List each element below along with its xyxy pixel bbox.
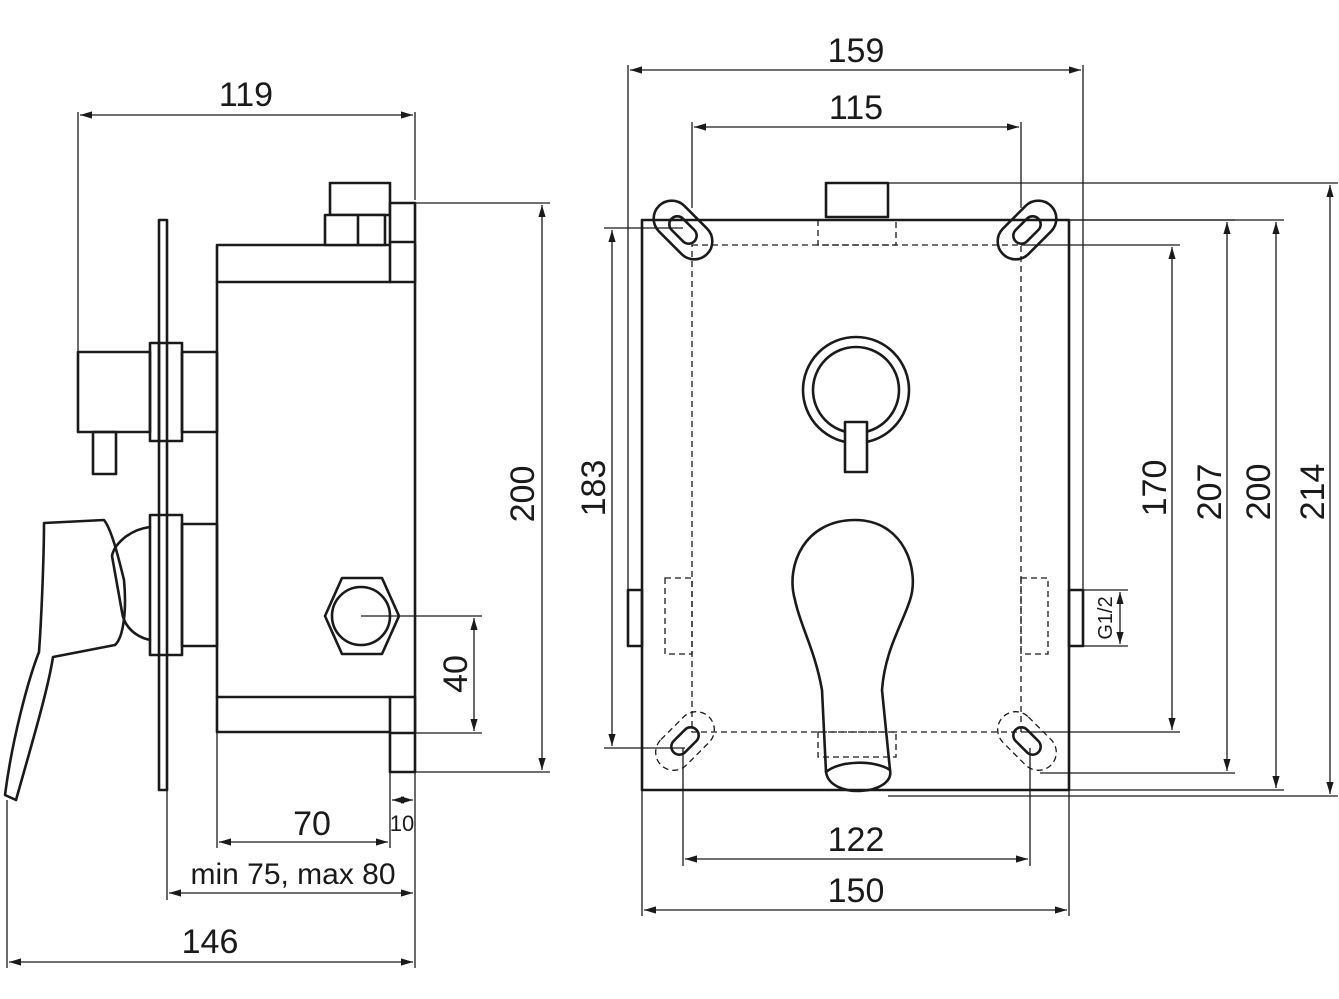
mounting-slot-tr: [996, 199, 1058, 261]
lever-hub: [110, 525, 152, 642]
dim-label-122: 122: [828, 821, 885, 859]
front-plate: [640, 218, 1071, 792]
dim-146: 146: [6, 800, 413, 968]
front-view: 159 115 183 170 207: [575, 32, 1338, 916]
diverter-ring-inner: [811, 345, 901, 435]
dim-label-40: 40: [437, 655, 475, 693]
dim-label-170: 170: [1136, 460, 1174, 517]
dim-122: 122: [682, 748, 1031, 866]
dim-label-183: 183: [575, 460, 613, 517]
lever-front: [791, 518, 915, 793]
dim-label-200-front: 200: [1240, 464, 1278, 521]
dim-label-install-depth: min 75, max 80: [190, 858, 395, 891]
dim-200-side: 200: [415, 202, 550, 773]
dim-159: 159: [627, 32, 1084, 590]
dim-g12: G1/2: [1083, 589, 1128, 647]
dim-70: 70: [216, 732, 391, 848]
dim-214: 214: [888, 182, 1338, 797]
dim-183: 183: [575, 227, 685, 749]
mounting-slot-bl: [655, 711, 715, 771]
dim-label-g12: G1/2: [1095, 596, 1117, 639]
dim-115: 115: [691, 89, 1022, 208]
dim-label-200-side: 200: [504, 466, 542, 523]
dim-label-159: 159: [828, 32, 885, 70]
dim-119: 119: [77, 76, 416, 352]
dim-200-front: 200: [888, 219, 1284, 791]
dim-170: 170: [1021, 244, 1180, 733]
dim-label-115: 115: [829, 89, 883, 127]
top-outlet-nut: [328, 181, 392, 217]
right-port-stub: [1067, 588, 1085, 648]
left-port-stub: [626, 588, 644, 648]
side-view: 119 200 40 70 10 min 75, max: [3, 76, 550, 968]
top-nut-front: [824, 181, 890, 219]
lever-handle: [3, 518, 127, 802]
dim-10: 10: [390, 772, 416, 968]
dim-label-119: 119: [219, 76, 273, 114]
mounting-slot-br: [997, 711, 1057, 771]
diverter-stem-front: [843, 420, 869, 474]
dim-label-10: 10: [390, 811, 414, 836]
dim-40: 40: [361, 615, 482, 734]
diverter-knob: [76, 350, 152, 434]
bottom-connector: [388, 695, 417, 774]
dim-label-146: 146: [182, 923, 239, 961]
valve-body: [215, 243, 417, 734]
diverter-stem: [91, 430, 118, 476]
top-outlet-neck: [323, 213, 387, 247]
dim-label-207: 207: [1191, 464, 1229, 521]
dim-150: 150: [641, 790, 1070, 916]
dim-label-214: 214: [1294, 464, 1332, 521]
dim-label-150: 150: [828, 872, 885, 910]
mounting-slot-tl: [652, 199, 714, 261]
hidden-body: [691, 244, 1022, 733]
dim-install-depth: min 75, max 80: [166, 790, 413, 900]
dim-label-70: 70: [293, 805, 331, 843]
cover-plate: [157, 218, 169, 792]
dim-207: 207: [1040, 219, 1235, 774]
